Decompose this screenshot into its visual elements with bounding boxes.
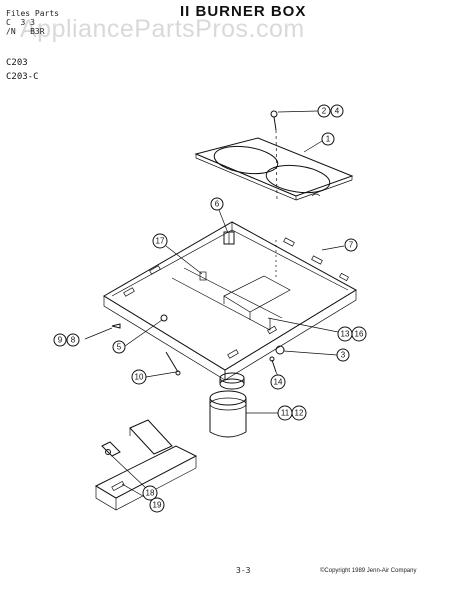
svg-text:3: 3 (341, 351, 346, 360)
callout-8: 8 (66, 333, 80, 347)
callout-3: 3 (336, 348, 350, 362)
callout-6: 6 (210, 197, 224, 211)
callout-4: 4 (330, 104, 344, 118)
callout-18: 18 (142, 485, 158, 501)
model-number-2: C203-C (6, 72, 39, 82)
small-parts (111, 314, 285, 376)
header-line-3: /N B3R (6, 27, 45, 36)
callout-16: 16 (351, 326, 367, 342)
callout-11: 11 (277, 405, 293, 421)
header-line-2: C 3 3 (6, 18, 35, 27)
svg-text:16: 16 (355, 330, 364, 339)
callout-10: 10 (131, 369, 147, 385)
callout-1: 1 (321, 132, 335, 146)
model-number-1: C203 (6, 58, 28, 68)
svg-text:1: 1 (326, 135, 331, 144)
svg-text:2: 2 (322, 107, 327, 116)
callout-17: 17 (152, 233, 168, 249)
callout-7: 7 (344, 238, 358, 252)
svg-text:9: 9 (58, 336, 63, 345)
svg-text:19: 19 (153, 501, 162, 510)
diagram-title: II BURNER BOX (180, 3, 307, 20)
leader-lines (84, 110, 345, 505)
callout-14: 14 (270, 374, 286, 390)
header-line-1: Files Parts (6, 9, 59, 18)
svg-text:10: 10 (135, 373, 144, 382)
svg-text:6: 6 (215, 200, 220, 209)
inset-detail (94, 419, 198, 511)
callout-2: 2 (317, 104, 331, 118)
svg-text:17: 17 (156, 237, 165, 246)
cover-plate (194, 137, 354, 201)
svg-text:11: 11 (281, 409, 290, 418)
callout-5: 5 (112, 340, 126, 354)
burner-box (103, 221, 357, 381)
watermark: AppliancePartsPros.com (20, 15, 305, 43)
callout-9: 9 (53, 333, 67, 347)
callout-19: 19 (149, 497, 165, 513)
svg-text:5: 5 (117, 343, 122, 352)
svg-text:4: 4 (335, 107, 340, 116)
copyright-notice: ©Copyright 1989 Jenn-Air Company (320, 568, 417, 574)
cover-screw (270, 110, 278, 201)
jar-with-cap (209, 372, 247, 438)
svg-text:8: 8 (71, 336, 76, 345)
svg-text:14: 14 (274, 378, 283, 387)
svg-text:12: 12 (295, 409, 304, 418)
svg-text:7: 7 (349, 241, 354, 250)
svg-text:18: 18 (146, 489, 155, 498)
callout-12: 12 (291, 405, 307, 421)
svg-text:13: 13 (341, 330, 350, 339)
page-number: 3-3 (236, 566, 251, 575)
callout-13: 13 (337, 326, 353, 342)
